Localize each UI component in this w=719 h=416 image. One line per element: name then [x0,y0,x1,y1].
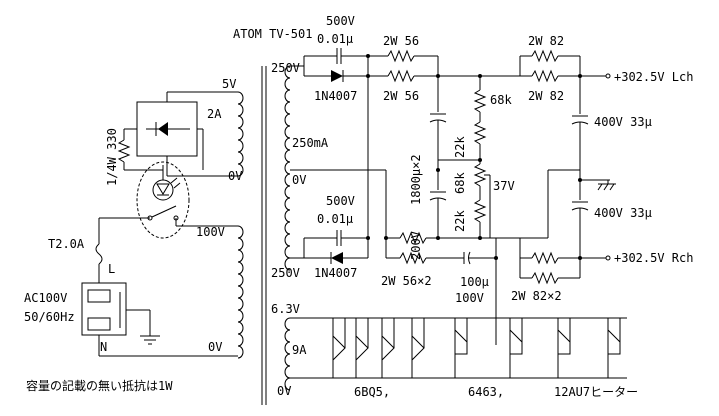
rch-r-label: 2W 82×2 [511,289,562,303]
lower-cap-voltage-label: 500V [326,194,355,208]
ac-inlet-pin-n [87,317,111,331]
filter-cap-series-label: 1800μ×2 [409,154,423,205]
mains-freq-label: 50/60Hz [24,310,75,324]
heater-filament-3 [381,335,395,361]
output-ground-icon [597,183,616,191]
upper-r-bottom-label: 2W 56 [383,89,419,103]
neutral-label: N [100,340,107,354]
primary-winding [237,225,244,359]
mains-circuit [81,91,238,357]
filter-section [429,74,491,240]
indicator-resistor-label: 1/4W 330 [105,128,119,186]
lch-cap-label: 400V 33μ [594,115,652,129]
hv-bottom-label: 250V [271,266,300,280]
line-label: L [108,262,115,276]
heater-filament-7 [557,329,571,355]
tap-5v-label: 5V [222,77,236,91]
filter-r-68k-b-label: 68k [453,172,467,194]
heater-filament-8 [607,329,621,355]
lower-rectifier [290,169,520,345]
primary-0v-label: 0V [208,340,222,354]
filter-resistor-22k-lower [473,199,487,223]
heater-tube-1-label: 6BQ5, [354,385,390,399]
cap-100u-voltage-label: 100V [455,291,484,305]
ac-inlet [81,282,127,336]
hv-current-label: 250mA [292,136,329,150]
heater-current-label: 9A [292,343,307,357]
heater-filaments [332,318,621,378]
filter-resistor-68k-a [473,89,487,113]
rch-terminal [605,255,611,261]
hv-top-label: 250V [271,61,300,75]
bridge-rectifier [136,101,198,157]
upper-resistor-bottom [387,69,415,83]
trim-label: 37V [493,179,515,193]
upper-r-top-label: 2W 56 [383,34,419,48]
upper-resistor-top [387,49,415,63]
lower-cap-value-label: 0.01μ [317,212,353,226]
lch-resistor-bottom [531,69,559,83]
lower-r-label: 2W 56×2 [381,274,432,288]
heater-winding [284,317,291,391]
hv-winding [284,65,291,271]
heater-filament-4 [411,335,425,361]
switch-icon [147,205,179,221]
heater-circuit [290,317,627,379]
hv-center-label: 0V [292,173,306,187]
tap-2a-label: 2A [207,107,222,121]
upper-cap-value-label: 0.01μ [317,32,353,46]
rch-resistor-top [531,251,559,265]
cap-100u-label: 100μ [460,275,489,289]
upper-snubber-capacitor [336,48,342,64]
filter-r-upper-label: 22k [453,136,467,158]
heater-voltage-label: 6.3V [271,302,300,316]
ground-icon [140,335,160,345]
lch-r-bottom-label: 2W 82 [528,89,564,103]
indicator-led-icon [152,177,181,201]
lower-resistor-bottom [399,251,427,265]
circuit-title: ATOM TV-501 [233,27,312,41]
ac-inlet-pin-l [87,289,111,303]
heater-zero-label: 0V [277,384,291,398]
rch-resistor-bottom [531,271,559,285]
rch-output-label: +302.5V Rch [614,251,693,265]
mains-input-label: AC100V [24,291,67,305]
rch-cap-label: 400V 33μ [594,206,652,220]
outputs [519,49,616,285]
upper-diode-label: 1N4007 [314,89,357,103]
fuse-icon [95,243,103,265]
transformer [237,65,291,405]
lch-terminal [605,73,611,79]
lch-r-top-label: 2W 82 [528,34,564,48]
switch-indicator-enclosure [136,161,190,239]
indicator-winding [237,91,244,177]
lch-resistor-top [531,49,559,63]
filter-resistor-68k-b [473,163,487,187]
lower-snubber-capacitor [336,230,342,246]
indicator-resistor [117,139,131,163]
heater-tube-2-label: 6463, [468,385,504,399]
filter-resistor-22k-upper [473,121,487,145]
upper-cap-voltage-label: 500V [326,14,355,28]
lower-resistor-top [399,231,427,245]
filter-r-68k-a-label: 68k [490,93,512,107]
fuse-label: T2.0A [48,237,85,251]
lch-output-label: +302.5V Lch [614,70,693,84]
heater-filament-5 [454,329,468,355]
filter-cap-voltage-label: 200V [409,231,423,260]
lower-diode [330,252,343,264]
upper-diode [331,70,344,82]
resistor-note: 容量の記載の無い抵抗は1W [26,378,173,393]
lower-diode-label: 1N4007 [314,266,357,280]
primary-100v-label: 100V [196,225,225,239]
heater-filament-6 [509,329,523,355]
heater-tube-3-label: 12AU7ヒーター [554,385,638,399]
heater-filament-1 [332,335,346,361]
filter-r-lower-label: 22k [453,210,467,232]
upper-rectifier [290,48,520,240]
heater-filament-2 [355,335,369,361]
